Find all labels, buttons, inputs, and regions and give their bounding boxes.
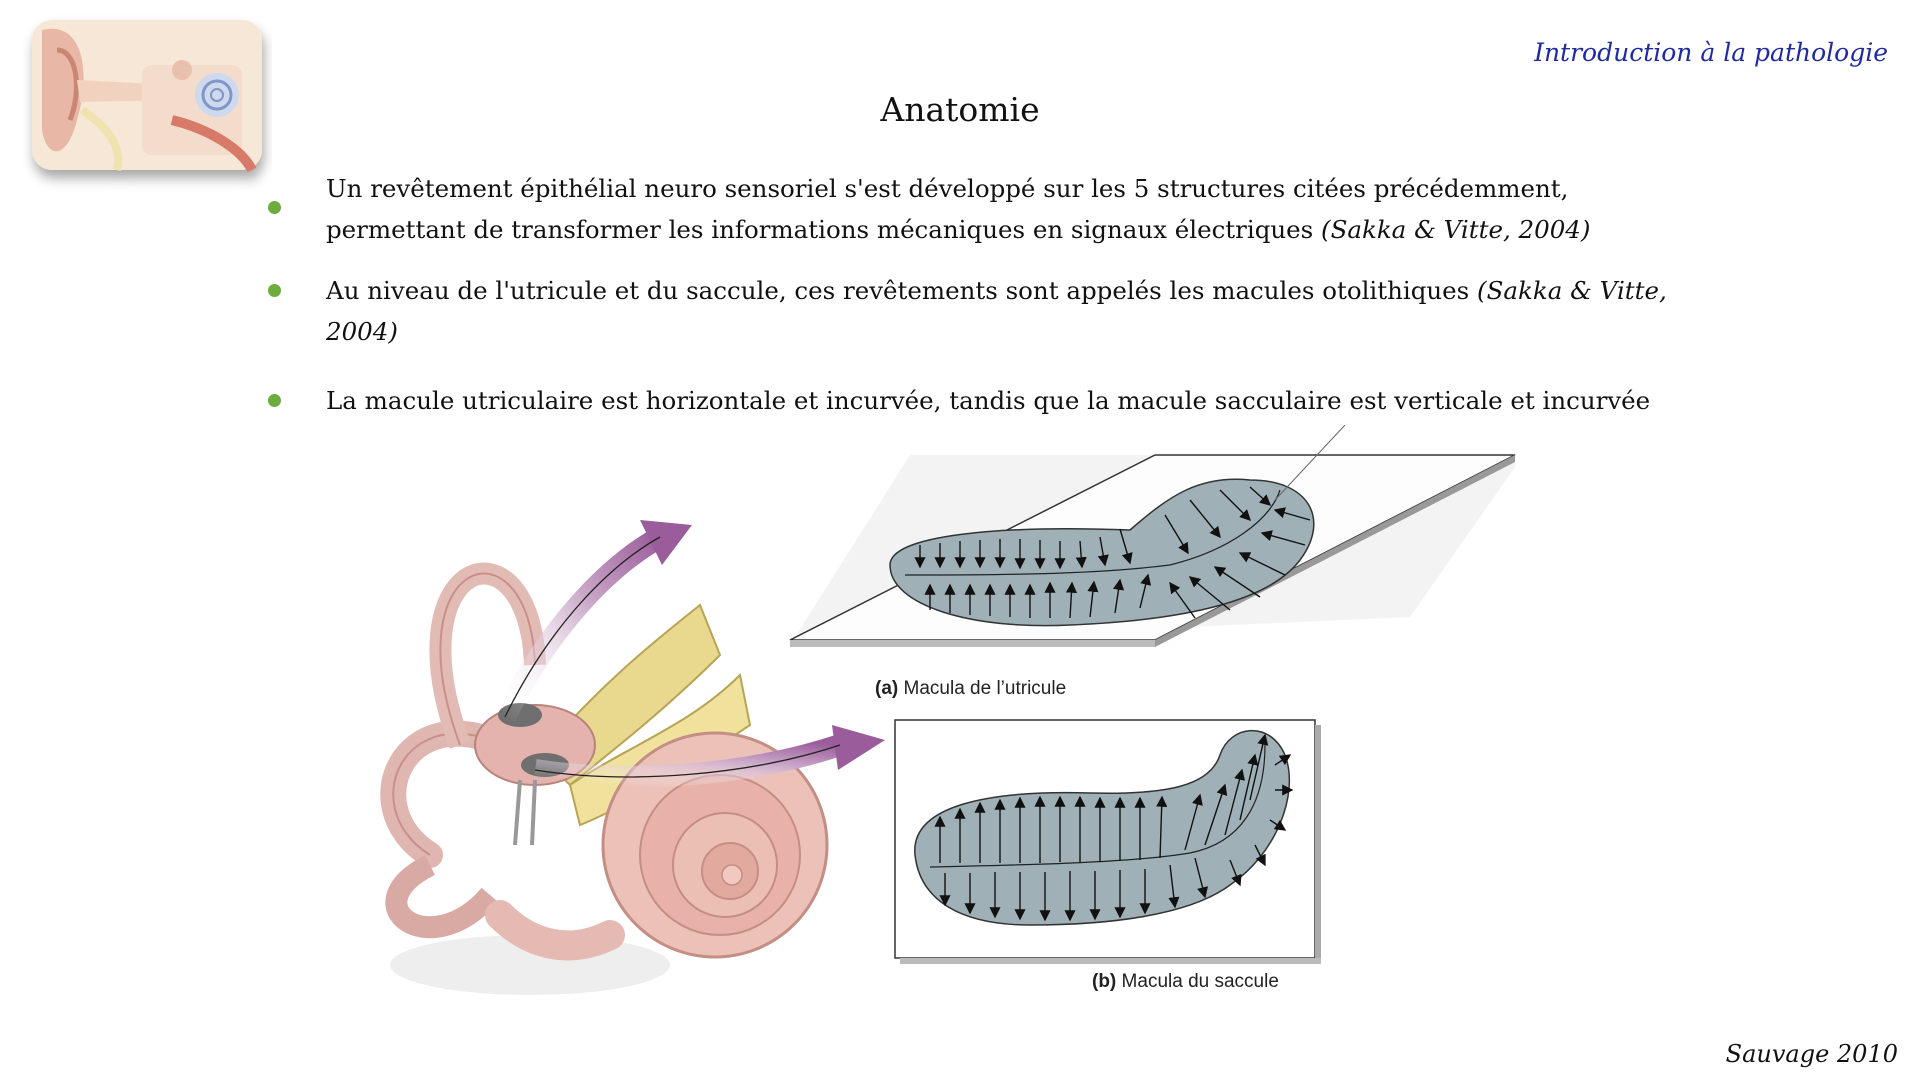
caption-b-text: Macula du saccule bbox=[1116, 971, 1279, 992]
bullet-dot-icon bbox=[268, 284, 281, 297]
list-item: La macule utriculaire est horizontale et… bbox=[268, 380, 1708, 421]
list-item: Un revêtement épithélial neuro sensoriel… bbox=[268, 168, 1708, 250]
inner-ear-illustration bbox=[380, 424, 1516, 995]
labyrinth-illustration bbox=[380, 520, 885, 995]
inner-ear-figure: (a) Macula de l’utricule (b) Macula du s… bbox=[370, 424, 1530, 1025]
list-item: Au niveau de l'utricule et du saccule, c… bbox=[268, 270, 1708, 352]
bullet-dot-icon bbox=[268, 394, 281, 407]
caption-b: (b) Macula du saccule bbox=[1092, 971, 1279, 993]
page-title: Anatomie bbox=[880, 90, 1040, 129]
caption-a: (a) Macula de l’utricule bbox=[875, 678, 1066, 700]
caption-b-label: (b) bbox=[1092, 971, 1117, 992]
caption-a-label: (a) bbox=[875, 678, 899, 699]
bullet-text: La macule utriculaire est horizontale et… bbox=[326, 386, 1651, 415]
bullet-reference: (Sakka & Vitte, 2004) bbox=[326, 276, 1667, 346]
bullet-reference: (Sakka & Vitte, 2004) bbox=[1321, 215, 1591, 244]
utricle-macula-panel bbox=[789, 424, 1516, 647]
bullet-text: Au niveau de l'utricule et du saccule, c… bbox=[326, 276, 1478, 305]
footer-credit: Sauvage 2010 bbox=[1725, 1040, 1898, 1068]
saccule-macula-panel bbox=[894, 719, 1321, 964]
bullet-dot-icon bbox=[268, 201, 281, 214]
ear-logo-icon bbox=[32, 20, 262, 173]
bullet-list: Un revêtement épithélial neuro sensoriel… bbox=[268, 168, 1708, 441]
caption-a-text: Macula de l’utricule bbox=[898, 678, 1067, 699]
bullet-text: Un revêtement épithélial neuro sensoriel… bbox=[326, 174, 1569, 244]
header-subtitle: Introduction à la pathologie bbox=[1534, 38, 1888, 67]
